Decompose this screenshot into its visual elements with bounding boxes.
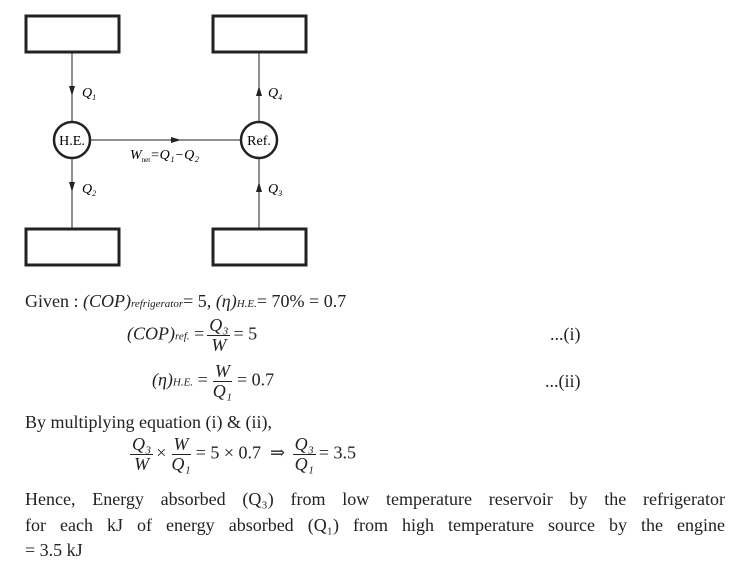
given-cop: (COP) [83, 291, 131, 311]
eq1-denominator: W [211, 334, 227, 355]
q1-label: Q1 [82, 86, 96, 102]
work-arrow [171, 137, 181, 143]
conclusion-line-2: for each kJ of energy absorbed (Q₁) from… [25, 515, 725, 535]
given-line: Given : (COP)refrigerator= 5, (η)H.E.= 7… [25, 292, 346, 310]
q4-label: Q4 [268, 86, 282, 102]
q2-arrow [69, 182, 75, 192]
f2-denominator: Q₁ [171, 453, 191, 474]
q2-label: Q2 [82, 182, 96, 198]
f3-denominator: Q₁ [294, 453, 314, 474]
given-prefix: Given : [25, 291, 83, 311]
refrigerator-circle [239, 120, 279, 160]
conclusion-line-1: Hence, Energy absorbed (Q₃) from low tem… [25, 489, 725, 509]
times-sign: × [156, 442, 167, 463]
f2-numerator: W [171, 434, 191, 455]
low-temp-reservoir-right [211, 227, 308, 267]
eq2-denominator: Q₁ [212, 380, 233, 401]
q3-arrow [256, 182, 262, 192]
heat-engine-label: H.E. [59, 134, 85, 149]
equation-1-tag: ...(i) [550, 324, 581, 344]
q1-arrow [69, 86, 75, 96]
given-cop-value: = 5, [183, 291, 216, 311]
work-net-label: Wnet=Q₁−Q₂ [130, 148, 199, 164]
eq2-lhs-sub: H.E. [172, 376, 194, 389]
heat-engine-circle [52, 120, 92, 160]
f1-denominator: W [134, 453, 150, 474]
heat-engine-refrigerator-diagram: H.E. Ref. Q1 Q2 Q4 Q3 Wnet=Q₁−Q₂ [24, 14, 308, 267]
eq1-lhs-sub: ref. [175, 330, 190, 343]
given-cop-sub: refrigerator [131, 298, 184, 310]
eq1-lhs: (COP) [127, 323, 175, 344]
refrigerator-label: Ref. [247, 134, 271, 149]
product-result: = 3.5 [318, 442, 356, 463]
given-eta-sub: H.E. [236, 298, 257, 310]
eq1-rhs: = 5 [233, 323, 258, 344]
conclusion-line-3: = 3.5 kJ [25, 540, 83, 560]
low-temp-reservoir-left [24, 227, 121, 267]
multiply-text: By multiplying equation (i) & (ii), [25, 412, 272, 432]
eq1-numerator: Q₃ [207, 315, 231, 336]
eq2-lhs: (η) [152, 369, 173, 390]
eq2-rhs: = 0.7 [237, 369, 275, 390]
q4-arrow [256, 86, 262, 96]
f3-numerator: Q₃ [292, 434, 316, 455]
product-middle: = 5 × 0.7 ⇒ [195, 442, 290, 463]
high-temp-reservoir-left [24, 14, 121, 54]
f1-numerator: Q₃ [130, 434, 154, 455]
given-eta: (η) [215, 291, 237, 311]
given-eta-value: = 70% = 0.7 [256, 291, 347, 311]
high-temp-reservoir-right [211, 14, 308, 54]
equation-2-tag: ...(ii) [545, 371, 581, 391]
eq2-numerator: W [212, 361, 232, 382]
q3-label: Q3 [268, 182, 282, 198]
